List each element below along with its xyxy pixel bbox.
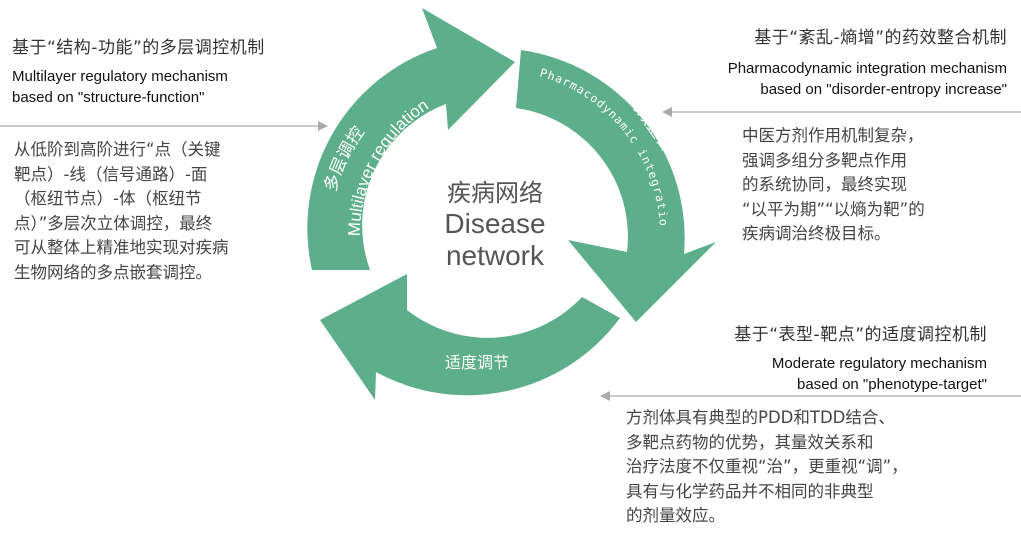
- panel-title-en-1: Moderate regulatory mechanism: [771, 355, 987, 372]
- desc-line: 疾病调治终极目标。: [742, 224, 891, 243]
- bottom-cycle-arrow: [320, 274, 620, 400]
- left-cycle-arrow: [307, 8, 515, 270]
- desc-line: 可从整体上精准地实现对疾病: [14, 238, 229, 257]
- desc-line: 治疗法度不仅重视“治”，更重视“调”，: [626, 457, 908, 476]
- desc-line: 靶点）-线（信号通路）-面: [14, 164, 208, 184]
- bottom-right-connector: [600, 391, 1021, 401]
- desc-line: “以平为期”“以熵为靶”的: [742, 199, 925, 219]
- desc-line: 强调多组分多靶点作用: [742, 150, 907, 170]
- panel-title-zh: 基于“紊乱-熵增”的药效整合机制: [754, 28, 1007, 48]
- panel-title-zh: 基于“结构-功能”的多层调控机制: [12, 38, 265, 58]
- panel-title-en-1: Pharmacodynamic integration mechanism: [727, 60, 1007, 77]
- desc-line: 中医方剂作用机制复杂，: [742, 126, 924, 145]
- bottom-arrow-label-zh: 适度调节: [445, 353, 509, 372]
- panel-title-zh: 基于“表型-靶点”的适度调控机制: [734, 325, 987, 345]
- center-label-zh: 疾病网络: [447, 179, 543, 207]
- desc-line: 从低阶到高阶进行“点（关键: [14, 140, 221, 159]
- desc-line: 方剂体具有典型的PDD和TDD结合、: [626, 408, 895, 427]
- desc-line: 的系统协同，最终实现: [742, 175, 907, 194]
- desc-line: 点）”多层次立体调控，最终: [14, 213, 213, 233]
- desc-line: 生物网络的多点嵌套调控。: [14, 262, 212, 282]
- desc-line: （枢纽节点）-体（枢纽节: [14, 189, 202, 208]
- right-cycle-arrow: [516, 50, 716, 322]
- center-label-en-2: network: [445, 240, 545, 271]
- panel-phenotype-target: 基于“表型-靶点”的适度调控机制 Moderate regulatory mec…: [734, 320, 987, 395]
- top-right-connector: [662, 107, 1021, 117]
- panel-structure-function-description: 从低阶到高阶进行“点（关键 靶点）-线（信号通路）-面 （枢纽节点）-体（枢纽节…: [14, 138, 229, 285]
- panel-title-en-1: Multilayer regulatory mechanism: [12, 68, 228, 85]
- panel-disorder-entropy: 基于“紊乱-熵增”的药效整合机制 Pharmacodynamic integra…: [728, 23, 1007, 100]
- panel-title-en-2: based on "phenotype-target": [797, 376, 987, 393]
- desc-line: 具有与化学药品并不相同的非典型: [626, 481, 874, 501]
- top-left-connector: [0, 121, 328, 131]
- panel-disorder-entropy-description: 中医方剂作用机制复杂， 强调多组分多靶点作用 的系统协同，最终实现 “以平为期”…: [742, 124, 925, 247]
- panel-structure-function: 基于“结构-功能”的多层调控机制 Multilayer regulatory m…: [12, 33, 265, 108]
- center-label: 疾病网络 Disease network: [420, 178, 570, 272]
- center-label-en-1: Disease: [444, 208, 546, 239]
- panel-title-en-2: based on "disorder-entropy increase": [760, 81, 1007, 98]
- desc-line: 多靶点药物的优势，其量效关系和: [626, 432, 874, 452]
- panel-title-en-2: based on "structure-function": [12, 89, 205, 106]
- desc-line: 的剂量效应。: [626, 506, 725, 525]
- panel-phenotype-target-description: 方剂体具有典型的PDD和TDD结合、 多靶点药物的优势，其量效关系和 治疗法度不…: [626, 406, 908, 529]
